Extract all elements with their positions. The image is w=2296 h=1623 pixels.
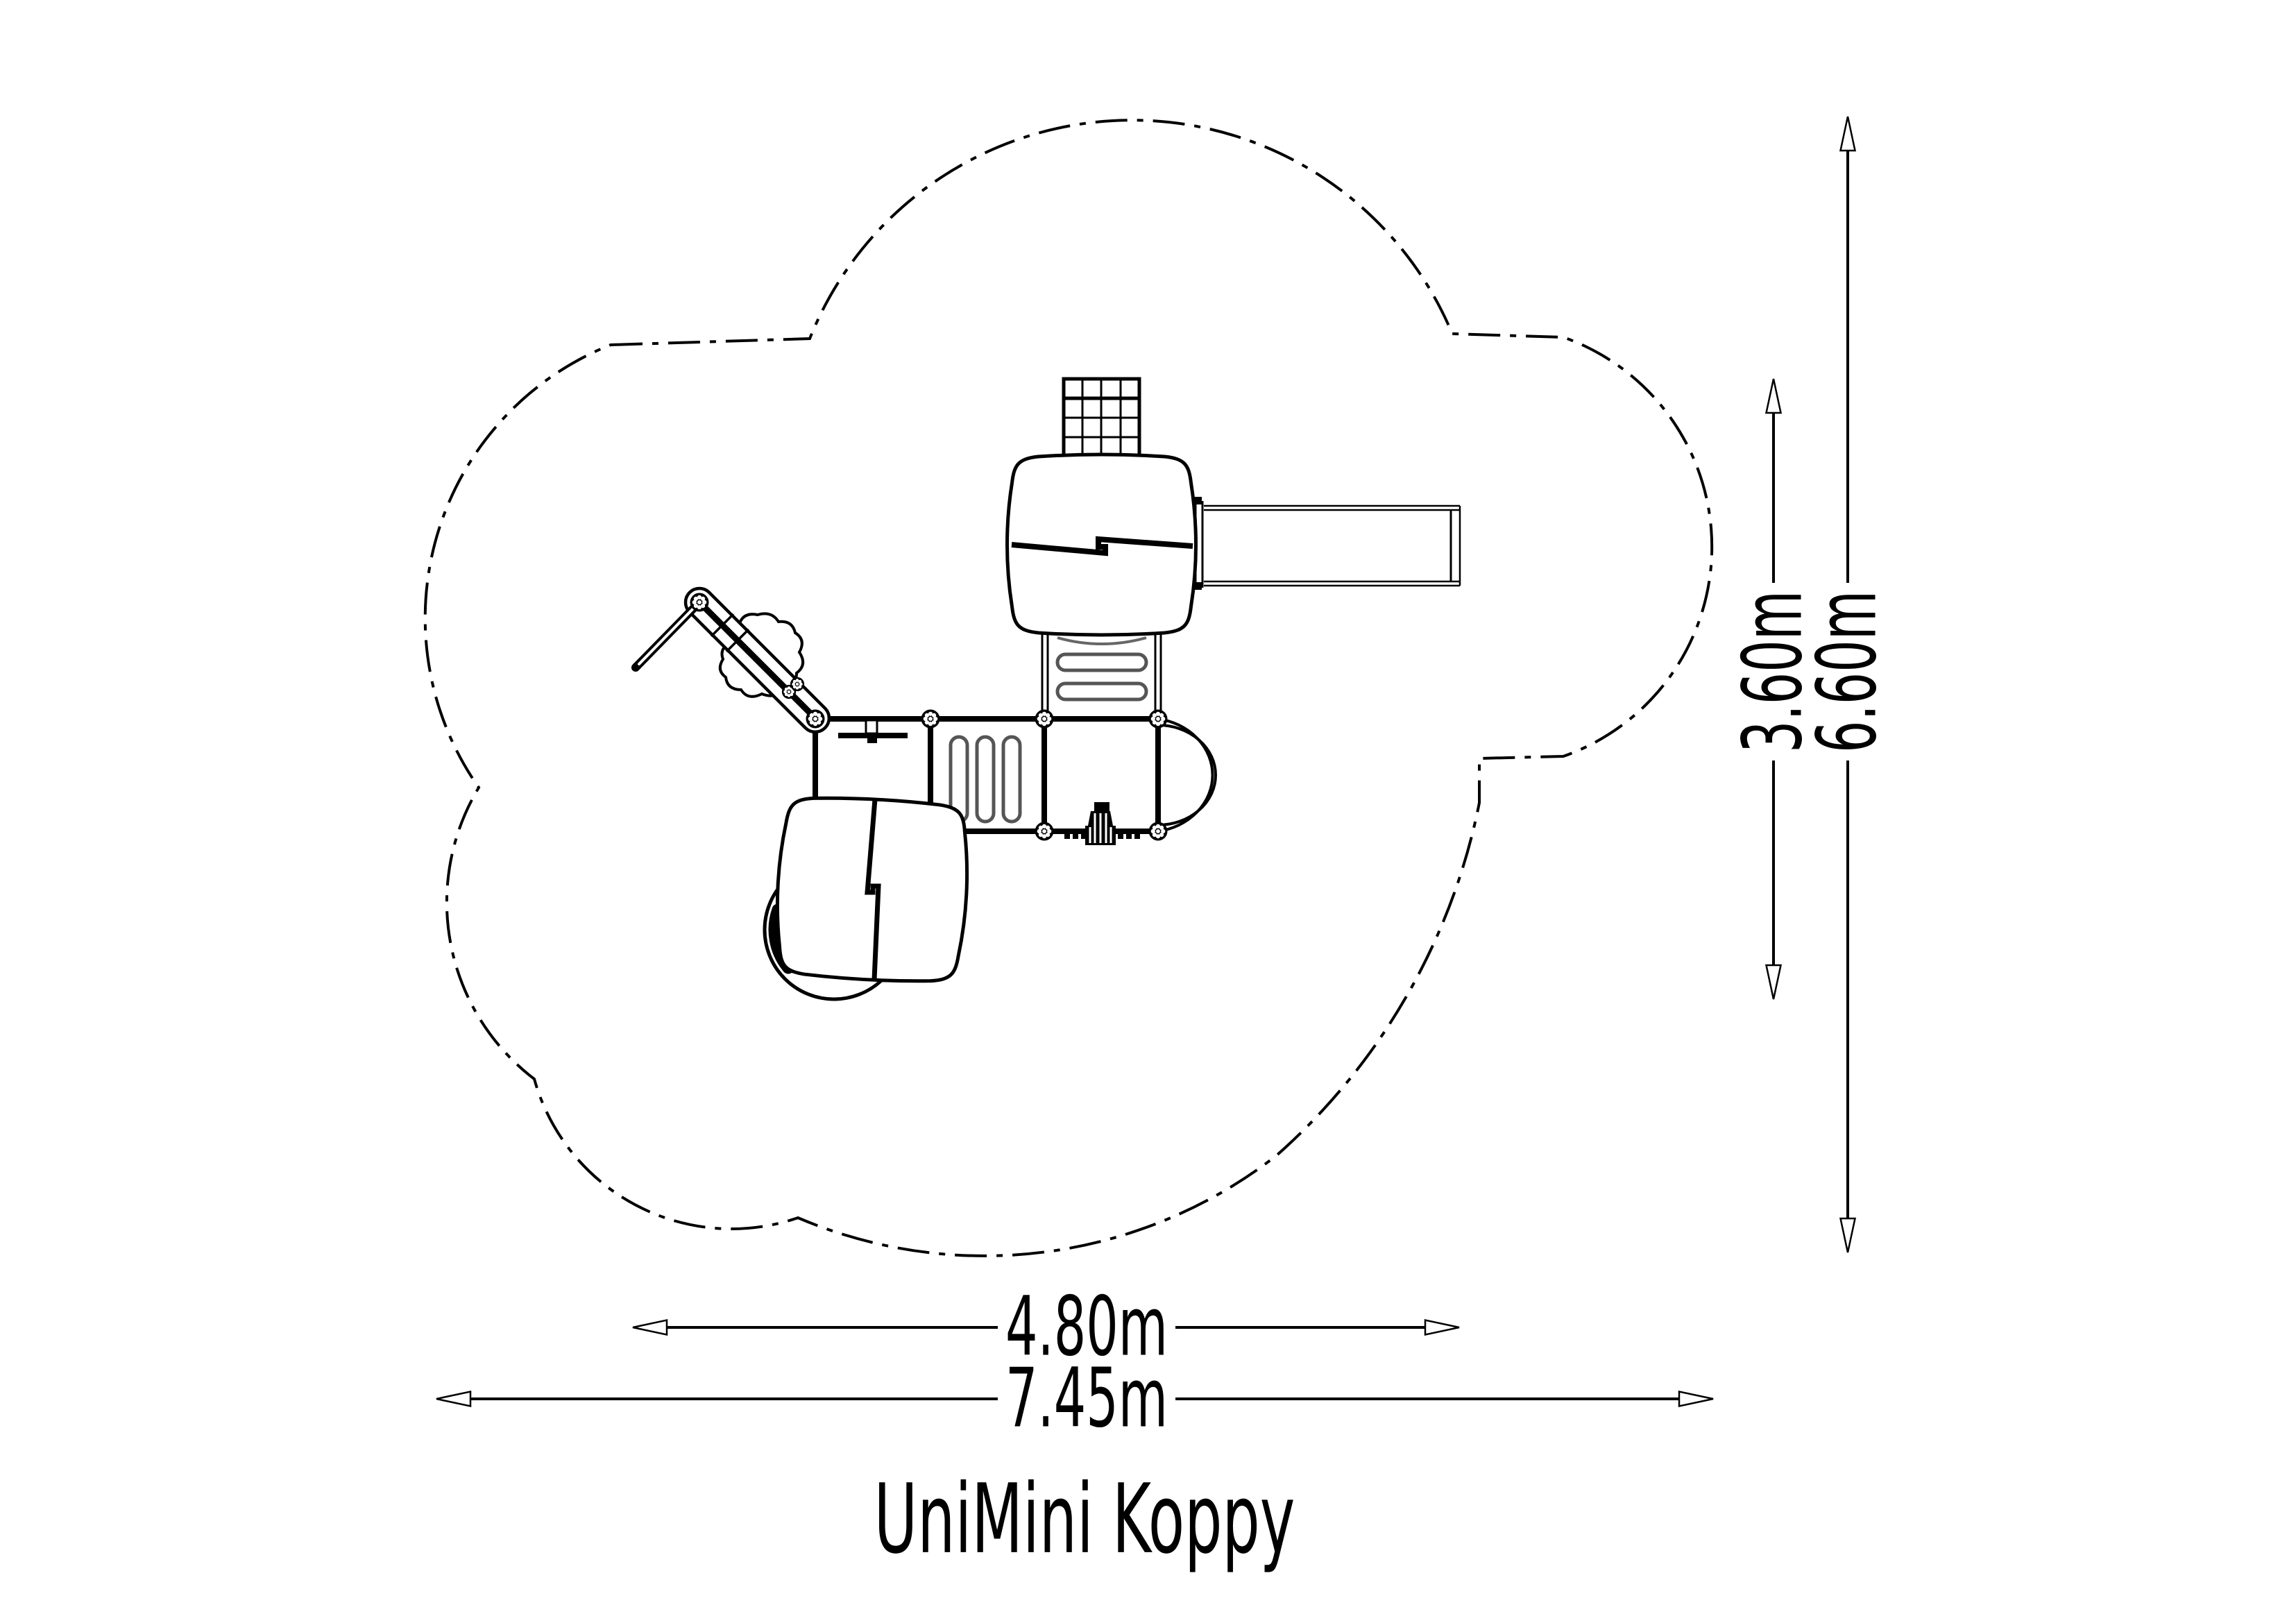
steering-wheel: [838, 719, 908, 743]
drawing-title: UniMini Koppy: [874, 1463, 1295, 1575]
lower-tower: [773, 794, 971, 985]
roof-split-line: [1011, 536, 1193, 556]
climbing-net: [1062, 377, 1141, 460]
support-pole: [631, 598, 704, 672]
dimension-footprint-width: 7.45m: [435, 1351, 1715, 1447]
side-rail-arc: [1157, 717, 1217, 833]
tower-step-arc: [1057, 636, 1147, 645]
board-rungs: [710, 613, 750, 653]
safety-zone-boundary: [423, 119, 1714, 1257]
entry-step: [1064, 802, 1140, 845]
deck-edge-ticks: [1064, 833, 1140, 839]
footprint-width-label: 7.45m: [1005, 1351, 1168, 1446]
board-rail: [697, 600, 816, 719]
dimension-equipment-width: 4.80m: [631, 1280, 1461, 1375]
dimension-footprint-depth: 6.60m: [1800, 115, 1896, 1254]
equipment-depth-label: 3.60m: [1726, 590, 1821, 753]
footprint-depth-label: 6.60m: [1800, 590, 1895, 753]
climbing-attachment: [631, 586, 831, 734]
climbing-slats: [949, 735, 1022, 824]
slide: [1194, 497, 1461, 590]
upper-tower: [1007, 454, 1196, 645]
dimension-equipment-depth: 3.60m: [1726, 377, 1821, 1001]
ladder: [1041, 630, 1162, 719]
roof-split-line-lower: [865, 799, 881, 980]
equipment-width-label: 4.80m: [1005, 1280, 1168, 1375]
